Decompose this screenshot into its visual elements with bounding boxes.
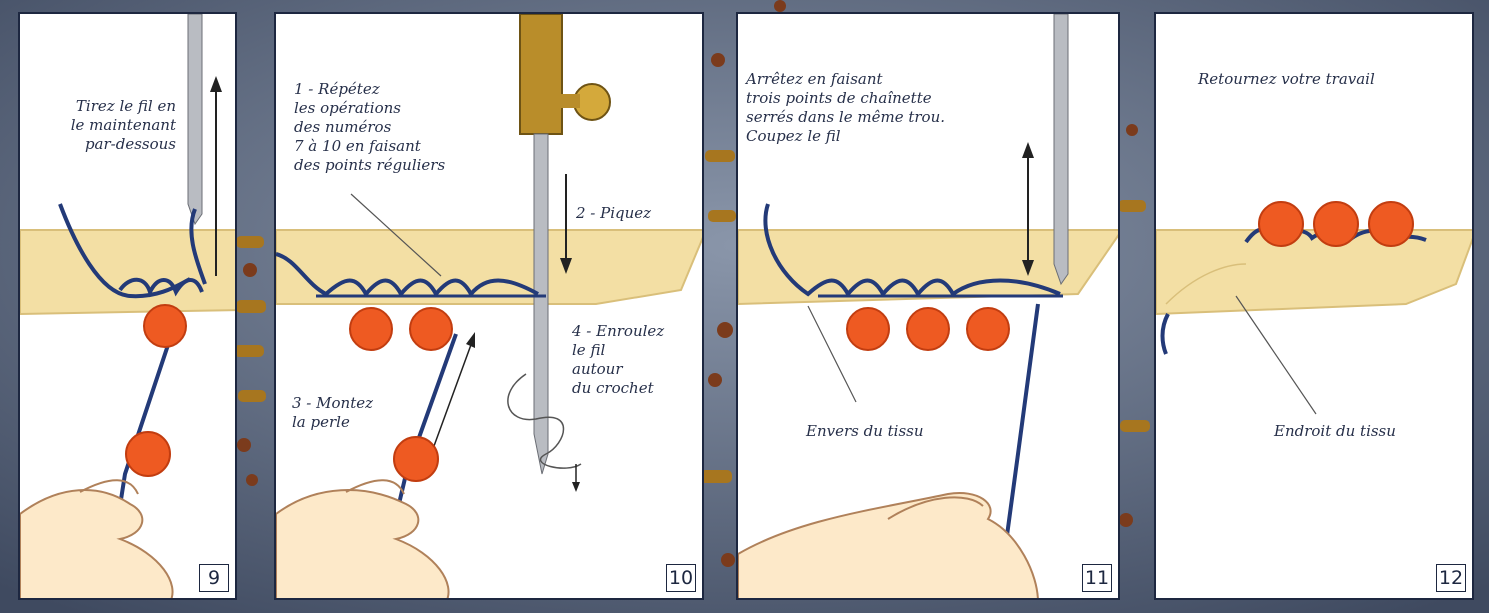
bead (394, 437, 438, 481)
bead (1314, 202, 1358, 246)
fabric (20, 230, 237, 314)
bead (410, 308, 452, 350)
step-9-instruction: Tirez le fil en le maintenant par-dessou… (46, 97, 176, 154)
hand (20, 490, 173, 600)
step-12-instruction: Retournez votre travail (1198, 70, 1375, 89)
step-11-instruction: Arrêtez en faisant trois points de chaîn… (746, 70, 945, 146)
hand (276, 490, 449, 600)
step-10-instruction-3: 3 - Montez la perle (292, 394, 373, 432)
crochet-needle (1054, 14, 1068, 284)
step-12-illustration (1156, 14, 1474, 600)
step-number-badge: 12 (1436, 564, 1466, 592)
step-10-instruction-4: 4 - Enroulez le fil autour du crochet (572, 322, 664, 398)
step-12-label: Endroit du tissu (1274, 422, 1396, 441)
bead (350, 308, 392, 350)
panel-step-12: Retournez votre travail Endroit du tissu… (1154, 12, 1474, 600)
step-11-label: Envers du tissu (806, 422, 924, 441)
fabric (276, 230, 704, 304)
step-10-instruction-1: 1 - Répétez les opérations des numéros 7… (294, 80, 445, 175)
fabric (1156, 230, 1474, 314)
bead (126, 432, 170, 476)
crochet-needle (188, 14, 202, 224)
crochet-needle (534, 134, 548, 474)
hand (738, 493, 1038, 600)
bead (1259, 202, 1303, 246)
panel-step-11: Arrêtez en faisant trois points de chaîn… (736, 12, 1120, 600)
bead (907, 308, 949, 350)
step-10-instruction-2: 2 - Piquez (576, 204, 651, 223)
step-number-badge: 9 (199, 564, 229, 592)
panel-step-10: 1 - Répétez les opérations des numéros 7… (274, 12, 704, 600)
bead (1369, 202, 1413, 246)
step-number-badge: 11 (1082, 564, 1112, 592)
step-number-badge: 10 (666, 564, 696, 592)
panel-step-9: Tirez le fil en le maintenant par-dessou… (18, 12, 237, 600)
bead (967, 308, 1009, 350)
bead (144, 305, 186, 347)
hook-holder (520, 14, 562, 134)
bead (847, 308, 889, 350)
